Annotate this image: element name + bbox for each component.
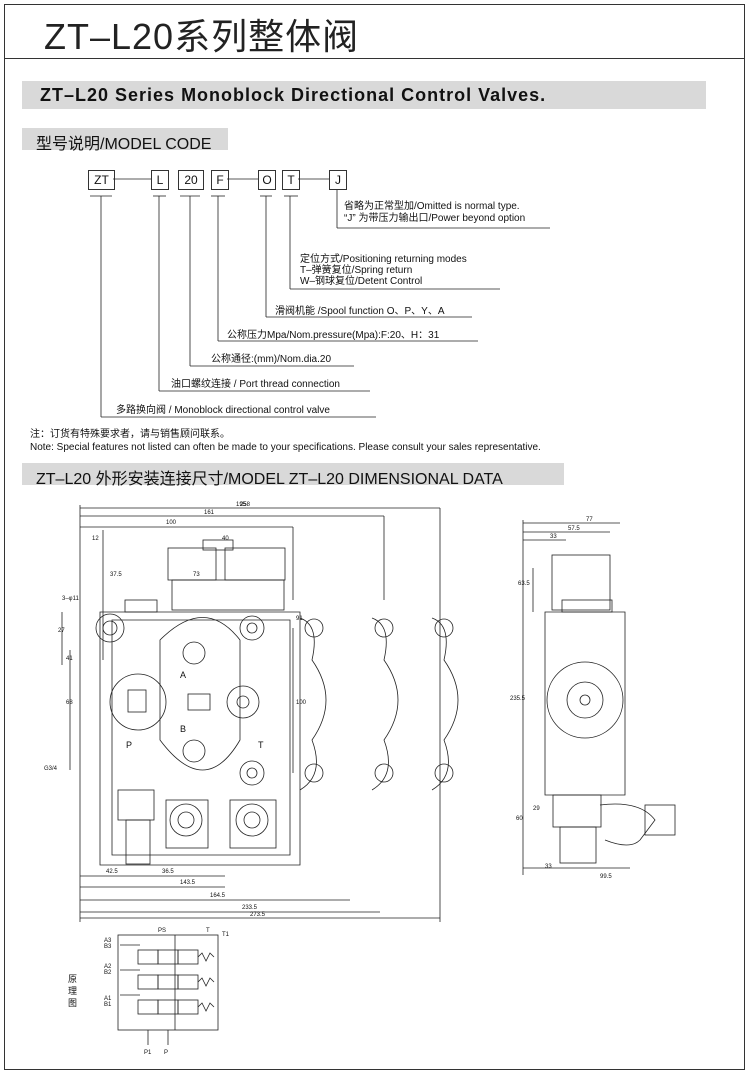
side-dim-label: 57.5 [568, 526, 580, 532]
desc-t-line3: W–钢球复位/Detent Control [300, 276, 423, 287]
dim-label: 41 [66, 656, 73, 662]
schem-side-char: 理 [68, 986, 77, 996]
schem-label: A3 [104, 938, 112, 944]
dim-label: 195 [236, 502, 247, 508]
code-box-l: L [151, 170, 169, 190]
code-box-zt: ZT [88, 170, 115, 190]
desc-t-line2: T–弹簧复位/Spring return [300, 265, 413, 276]
dim-label: 273.5 [250, 912, 266, 918]
note-cn: 注：订货有特殊要求者，请与销售顾问联系。 [30, 429, 230, 440]
schem-label: T [206, 928, 210, 934]
side-dim-label: 33 [545, 864, 552, 870]
series-banner-text: ZT–L20 Series Monoblock Directional Cont… [40, 85, 547, 105]
schem-side-char: 图 [68, 998, 77, 1008]
schem-label: A2 [104, 964, 112, 970]
port-label-b: B [180, 724, 186, 734]
side-dim-label: 60 [516, 816, 523, 822]
dim-label: 37.5 [110, 572, 122, 578]
port-label-p: P [126, 740, 132, 750]
note-en: Note: Special features not listed can of… [30, 442, 541, 453]
series-banner: ZT–L20 Series Monoblock Directional Cont… [22, 81, 706, 109]
schem-side-char: 原 [68, 974, 77, 984]
schem-label: T1 [222, 932, 230, 938]
port-label-a: A [180, 670, 186, 680]
side-dim-label: 29 [533, 806, 540, 812]
page-frame [4, 4, 745, 1070]
side-dim-label: 235.5 [510, 696, 526, 702]
schem-label: P [164, 1050, 168, 1056]
schem-label: P1 [144, 1050, 152, 1056]
dim-label: 100 [166, 520, 177, 526]
schem-label: B2 [104, 970, 112, 976]
dim-label: 42.5 [106, 869, 118, 875]
dim-label: 73 [193, 572, 200, 578]
dim-label: 233.5 [242, 905, 258, 911]
dim-label: 161 [204, 510, 215, 516]
model-code-heading-bar: 型号说明/MODEL CODE [22, 128, 228, 153]
side-dim-label: 99.5 [600, 874, 612, 880]
dim-label: 12 [92, 536, 99, 542]
dim-label: 100 [296, 700, 307, 706]
side-dim-label: 77 [586, 517, 593, 523]
dim-label: 40 [222, 536, 229, 542]
dimensional-heading: ZT–L20 外形安装连接尺寸/MODEL ZT–L20 DIMENSIONAL… [36, 471, 503, 488]
code-box-20: 20 [178, 170, 204, 190]
code-box-t: T [282, 170, 300, 190]
desc-j-line2: “J” 为带压力输出口/Power beyond option [344, 213, 526, 224]
desc-l: 油口螺纹连接 / Port thread connection [171, 379, 340, 390]
schem-label: B3 [104, 944, 112, 950]
dim-label: 258 [240, 502, 251, 508]
code-box-f: F [211, 170, 229, 190]
schem-label: PS [158, 928, 166, 934]
dim-label: 36.5 [162, 869, 174, 875]
dim-label: G3/4 [44, 766, 58, 772]
desc-f: 公称压力Mpa/Nom.pressure(Mpa):F:20、H：31 [227, 330, 440, 341]
dim-label: 3–φ11 [62, 596, 79, 602]
schem-label: A1 [104, 996, 112, 1002]
desc-zt: 多路换向阀 / Monoblock directional control va… [116, 405, 330, 416]
page-title: ZT–L20系列整体阀 [44, 16, 360, 57]
desc-t-line1: 定位方式/Positioning returning modes [300, 254, 467, 265]
desc-j-line1: 省略为正常型加/Omitted is normal type. [344, 201, 520, 212]
side-dim-label: 33 [550, 534, 557, 540]
dim-label: 68 [66, 700, 73, 706]
code-box-o: O [258, 170, 276, 190]
dim-label: 143.5 [180, 880, 196, 886]
dimensional-heading-bar: ZT–L20 外形安装连接尺寸/MODEL ZT–L20 DIMENSIONAL… [22, 463, 564, 488]
code-box-j: J [329, 170, 347, 190]
side-dim-label: 63.5 [518, 581, 530, 587]
title-divider [4, 58, 745, 59]
dim-label: 91 [296, 616, 303, 622]
port-label-t: T [258, 740, 264, 750]
model-code-heading: 型号说明/MODEL CODE [36, 136, 212, 153]
dim-label: 164.5 [210, 893, 226, 899]
desc-20: 公称通径:(mm)/Nom.dia.20 [211, 354, 332, 365]
dim-label: 27 [58, 628, 65, 634]
schem-label: B1 [104, 1002, 112, 1008]
desc-o: 滑阀机能 /Spool function O、P、Y、A [275, 306, 445, 317]
